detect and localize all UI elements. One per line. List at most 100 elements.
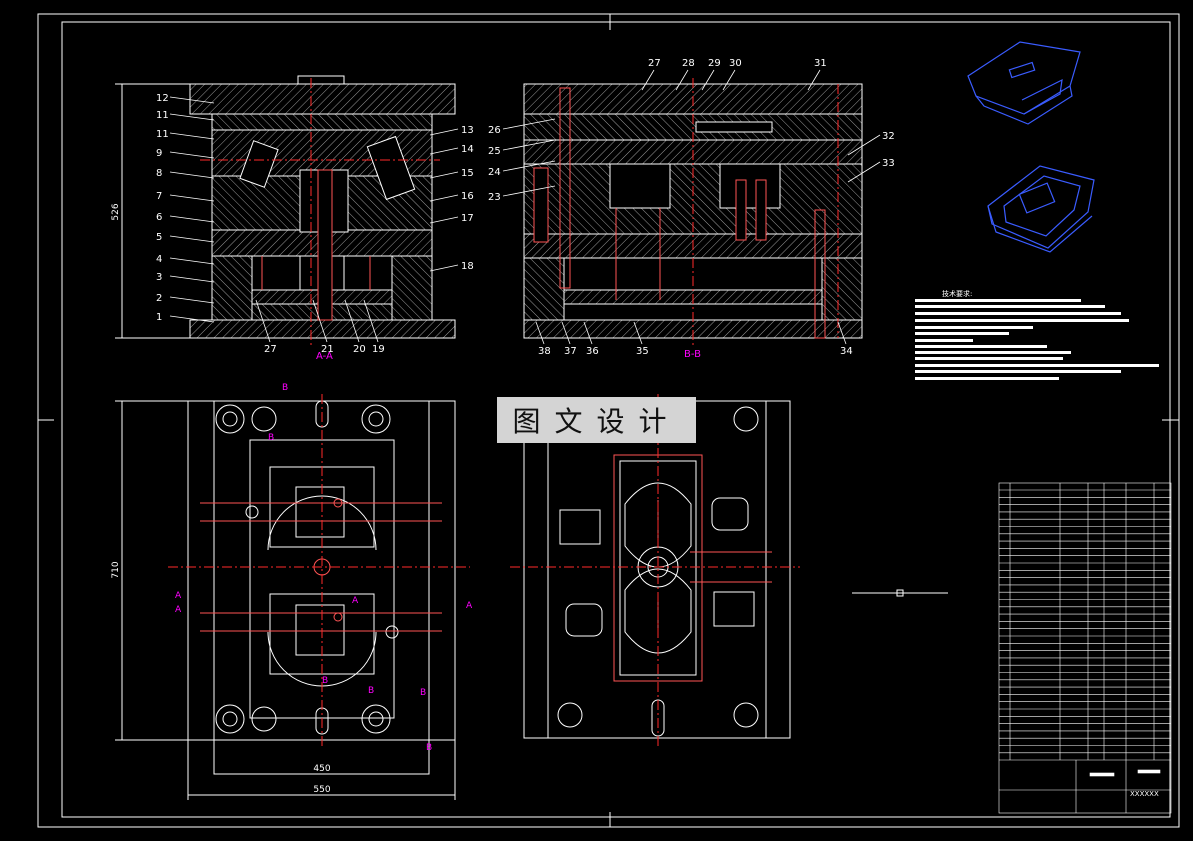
leader-line [847,134,881,156]
part-number: 3 [156,272,162,283]
cut-marker-a: A [466,601,473,611]
section-bb-centerlines [692,78,839,345]
part-number: 2 [156,293,162,304]
leader-line [363,299,379,343]
leader-line [429,128,459,136]
dim-height: 526 [111,203,121,220]
part-number: 35 [636,346,649,357]
leader-line [312,299,328,343]
leader-line [583,321,593,345]
part-number: 18 [461,261,474,272]
part-number: 26 [488,125,501,136]
iso-part-bottom [987,165,1095,253]
stamp-text: 图文设计 [512,405,681,438]
section-aa-centerlines [200,78,440,345]
part-number: 11 [156,129,169,140]
part-number: 31 [814,58,827,69]
sheet-frame [37,13,1180,828]
section-aa-view [189,75,456,339]
leader-line [169,235,215,243]
leader-line [429,194,459,202]
leader-line [169,96,215,104]
part-number: 19 [372,344,385,355]
part-number: 38 [538,346,551,357]
iso-part-top [967,41,1081,125]
section-label-aa: A-A [316,351,333,362]
part-number: 4 [156,254,162,265]
cut-marker-b: B [368,686,374,696]
parts-list: XXXXXX [998,482,1172,814]
part-number: 5 [156,232,162,243]
part-number: 9 [156,148,162,159]
part-number: 1 [156,312,162,323]
part-number: 13 [461,125,474,136]
leader-line [535,321,545,345]
cut-marker-a: A [175,591,182,601]
watermark-stamp: 图文设计 [497,397,696,443]
part-number: 28 [682,58,695,69]
leader-line [255,299,271,343]
leader-line [169,215,215,223]
leader-line [169,275,215,283]
part-number: 32 [882,131,895,142]
leader-line [429,216,459,224]
leader-line [807,69,821,91]
part-number: 6 [156,212,162,223]
part-number: 7 [156,191,162,202]
part-number: 33 [882,158,895,169]
part-number: 14 [461,144,474,155]
leader-line [675,69,689,91]
leader-line [169,171,215,179]
dim-outer-width: 550 [313,785,330,795]
drawing-number: XXXXXX [1130,790,1159,798]
leader-line [502,185,556,197]
part-number: 29 [708,58,721,69]
part-number: 24 [488,167,501,178]
leader-line [169,113,215,121]
part-number: 27 [648,58,661,69]
leader-line [502,139,556,151]
leader-line [641,69,655,91]
plan-view-right [523,400,791,739]
tech-requirements: 技术要求: [915,289,1159,380]
part-number: 8 [156,168,162,179]
leader-line [429,147,459,155]
cut-marker-a: A [352,596,359,606]
tech-title: 技术要求: [942,289,972,298]
part-number: 37 [564,346,577,357]
leader-line [837,321,847,345]
leader-line [429,171,459,179]
section-label-bb: B-B [684,349,701,360]
part-number: 11 [156,110,169,121]
part-number: 21 [321,344,334,355]
leader-line [429,264,459,272]
part-number: 25 [488,146,501,157]
cut-marker-a: A [175,605,182,615]
cut-marker-b: B [322,676,328,686]
leader-line [169,315,215,323]
part-number: 36 [586,346,599,357]
part-number: 30 [729,58,742,69]
leader-line [722,69,736,91]
leader-line [701,69,715,91]
cut-marker-b: B [426,743,432,753]
leader-line [502,160,556,172]
leader-line [169,296,215,304]
part-number: 34 [840,346,853,357]
plan-view-left-centerlines [168,394,470,746]
leader-line [169,151,215,159]
cut-marker-b: B [268,433,274,443]
cut-marker-b: B [420,688,426,698]
part-number: 27 [264,344,277,355]
dimension-lines [115,83,948,800]
leader-line [169,132,215,140]
plan-view-right-centerlines [510,394,800,746]
leader-line [502,118,556,130]
dim-inner-width: 450 [313,764,330,774]
dim-plan-width: 710 [111,561,121,578]
part-number: 16 [461,191,474,202]
leader-line [344,299,360,343]
leader-line [633,321,643,345]
leader-line [169,257,215,265]
